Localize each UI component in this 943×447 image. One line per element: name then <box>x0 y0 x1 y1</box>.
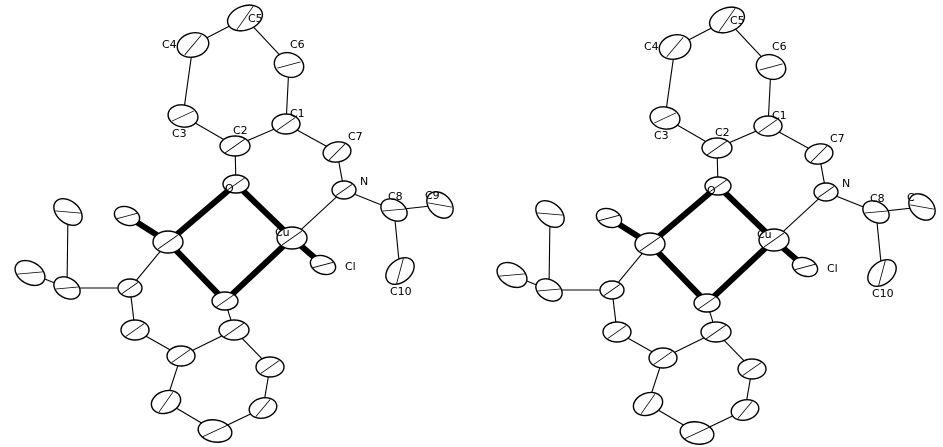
atom-n-principal-axis <box>335 184 353 196</box>
bond-ob-cub <box>647 241 710 306</box>
atom-c5b-principal-axis <box>202 424 228 438</box>
atom-c7-principal-axis <box>810 145 828 163</box>
atom-label-n: N <box>360 175 368 188</box>
atom-c1-principal-axis <box>758 119 778 133</box>
atom-c8-principal-axis <box>864 210 888 214</box>
atom-label-c1: C1 <box>772 109 787 122</box>
atom-cub-principal-axis <box>157 234 179 250</box>
atom-label-n: N <box>842 177 850 190</box>
atom-c3-principal-axis <box>653 112 677 124</box>
atom-label-cu: Cu <box>757 228 772 241</box>
atom-c10b-principal-axis <box>55 210 81 214</box>
atom-c10-principal-axis <box>396 258 404 284</box>
atom-label-c2: C2 <box>233 124 248 137</box>
atom-label-cl: Cl <box>827 262 838 275</box>
atom-label-cl: Cl <box>345 260 356 273</box>
bond-cub-o <box>165 181 239 245</box>
atom-label-c6: C6 <box>290 38 305 51</box>
atom-label-c5: C5 <box>248 12 263 25</box>
atom-label-c6: C6 <box>772 40 787 53</box>
atom-c8b-principal-axis <box>537 288 561 292</box>
atom-c4b-principal-axis <box>255 399 271 417</box>
atom-label-c3: C3 <box>172 127 187 140</box>
atom-cl-principal-axis <box>312 261 334 269</box>
atom-n-principal-axis <box>817 186 835 198</box>
atom-label-c9: C <box>907 191 915 204</box>
atom-c9b-principal-axis <box>499 273 525 277</box>
atom-label-c1: C1 <box>290 107 305 120</box>
atom-clb-principal-axis <box>598 214 620 222</box>
atom-c10-principal-axis <box>878 260 886 286</box>
atom-c6b-principal-axis <box>640 393 656 415</box>
atom-label-c3: C3 <box>654 129 669 142</box>
atom-c2-principal-axis <box>224 138 246 154</box>
atom-c10b-principal-axis <box>537 212 563 216</box>
bond-ob-cub <box>165 239 228 304</box>
bond-cub-o <box>647 183 721 247</box>
atom-c6-principal-axis <box>277 61 301 69</box>
atom-cu-principal-axis <box>763 232 785 248</box>
atom-c2b-principal-axis <box>223 322 245 338</box>
atom-c4b-principal-axis <box>737 401 753 419</box>
atom-label-c5: C5 <box>730 14 745 27</box>
atom-c2-principal-axis <box>706 140 728 156</box>
atom-cl-principal-axis <box>794 263 816 271</box>
atom-label-c7: C7 <box>830 132 845 145</box>
bond-cu-ob <box>704 237 777 306</box>
atom-c3b-principal-axis <box>260 360 280 374</box>
atom-label-c9: C9 <box>425 189 440 202</box>
atom-label-o: O <box>225 182 234 195</box>
atom-label-c10: C10 <box>390 285 412 298</box>
atom-label-o: O <box>707 184 716 197</box>
atom-nb-principal-axis <box>121 282 139 294</box>
atom-clb-principal-axis <box>116 212 138 220</box>
atom-c9-principal-axis <box>910 204 934 210</box>
atom-c1b-principal-axis <box>653 351 673 365</box>
atom-nb-principal-axis <box>603 284 621 296</box>
atom-c5-principal-axis <box>718 7 736 33</box>
atom-label-c7: C7 <box>348 130 363 143</box>
atom-label-c8: C8 <box>388 190 403 203</box>
atom-c4-principal-axis <box>184 34 202 56</box>
atom-c4-principal-axis <box>666 36 684 58</box>
atom-c3-principal-axis <box>171 110 195 122</box>
atom-ob-principal-axis <box>698 296 716 310</box>
atom-c5b-principal-axis <box>684 426 710 440</box>
atom-o-principal-axis <box>709 179 727 193</box>
atom-c9b-principal-axis <box>17 271 43 275</box>
atom-label-c4: C4 <box>644 40 659 53</box>
atom-c1b-principal-axis <box>171 349 191 363</box>
atom-label-cu: Cu <box>275 226 290 239</box>
atom-c2b-principal-axis <box>705 324 727 340</box>
atom-c5-principal-axis <box>236 5 254 31</box>
atom-c7b-principal-axis <box>607 325 627 339</box>
atom-c6b-principal-axis <box>158 391 174 413</box>
atom-c8b-principal-axis <box>55 286 79 290</box>
atom-c8-principal-axis <box>382 208 406 212</box>
atom-label-c8: C8 <box>870 192 885 205</box>
atom-c6-principal-axis <box>759 63 783 71</box>
atom-cu-principal-axis <box>281 230 303 246</box>
atom-label-c4: C4 <box>162 38 177 51</box>
atom-label-c10: C10 <box>872 287 894 300</box>
atom-ob-principal-axis <box>216 294 234 308</box>
atom-c9-principal-axis <box>428 202 452 208</box>
atom-c7b-principal-axis <box>125 323 145 337</box>
atom-c3b-principal-axis <box>742 362 762 376</box>
atom-cub-principal-axis <box>639 236 661 252</box>
atom-c7-principal-axis <box>328 143 346 161</box>
atom-label-c2: C2 <box>715 126 730 139</box>
bond-cu-ob <box>222 235 295 304</box>
atom-c1-principal-axis <box>276 117 296 131</box>
atom-o-principal-axis <box>227 177 245 191</box>
